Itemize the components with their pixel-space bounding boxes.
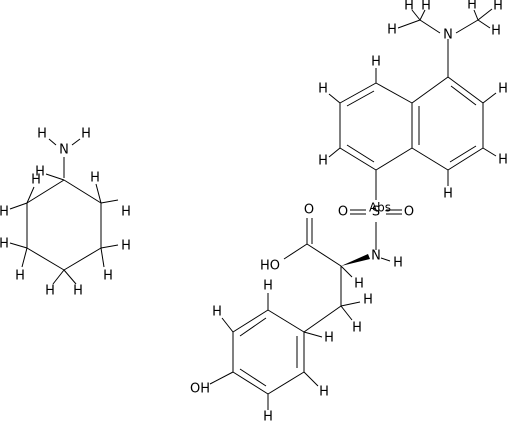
hydrogen-label: H <box>498 82 508 97</box>
hydrogen-label: H <box>35 165 45 180</box>
dansyl-tyrosine-atom-labels: N H H H H H H H H H H H H O S Abs O N H … <box>190 0 508 424</box>
hydrogen-label: H <box>421 0 431 14</box>
hydrogen-label: H <box>103 269 113 284</box>
cyclohexylamine-bonds <box>9 138 119 285</box>
hydrogen-label: H <box>498 153 508 168</box>
hydrogen-label: H <box>319 385 329 400</box>
hydrogen-label: H <box>121 205 131 220</box>
hydrogen-label: H <box>73 284 83 299</box>
hydrogen-label: H <box>212 305 222 320</box>
hydrogen-label: H <box>443 187 453 202</box>
hydrogen-label: H <box>0 237 9 252</box>
amine-hydrogen-label: H <box>37 127 47 142</box>
carbonyl-oxygen-label: O <box>304 203 314 218</box>
cyclohexylamine-atom-labels: N H H H H H H H H H H H H H <box>0 127 131 299</box>
hydrogen-label: H <box>324 331 334 346</box>
hydrogen-label: H <box>45 284 55 299</box>
hydrogen-label: H <box>90 171 100 186</box>
hydrogen-label: H <box>352 321 362 336</box>
sulfonyl-oxygen-label: O <box>404 205 414 220</box>
hydrogen-label: H <box>263 279 273 294</box>
hydrogen-label: H <box>263 410 273 424</box>
hydrogen-label: H <box>387 23 397 38</box>
dimethylamino-nitrogen-label: N <box>443 28 453 43</box>
cyclohexylamine-molecule: N H H H H H H H H H H H H H <box>0 127 131 299</box>
hydrogen-label: H <box>371 55 381 70</box>
hydrogen-label: H <box>467 0 477 13</box>
sulfonyl-oxygen-label: O <box>338 205 348 220</box>
hydrogen-label: H <box>363 293 373 308</box>
amine-nitrogen-label: N <box>59 143 69 158</box>
hydroxyl-label: HO <box>260 259 280 274</box>
hydrogen-label: H <box>491 24 501 39</box>
phenol-hydroxyl-label: OH <box>190 382 210 397</box>
hydrogen-label: H <box>318 82 328 97</box>
hydrogen-label: H <box>318 154 328 169</box>
hydrogen-label: H <box>393 256 403 271</box>
dansyl-tyrosine-bonds <box>209 8 497 410</box>
abs-stereo-label: Abs <box>369 201 391 215</box>
hydrogen-label: H <box>31 173 41 188</box>
hydrogen-label: H <box>15 269 25 284</box>
hydrogen-label: H <box>404 0 414 14</box>
hydrogen-label: H <box>121 239 131 254</box>
hydrogen-label: H <box>493 0 503 14</box>
amine-hydrogen-label: H <box>81 127 91 142</box>
sulfonamide-nitrogen-label: N <box>371 249 381 264</box>
hydrogen-label: H <box>354 277 364 292</box>
hydrogen-label: H <box>0 205 9 220</box>
sulfur-label: S <box>372 205 380 220</box>
dansyl-tyrosine-molecule: N H H H H H H H H H H H H O S Abs O N H … <box>190 0 508 424</box>
